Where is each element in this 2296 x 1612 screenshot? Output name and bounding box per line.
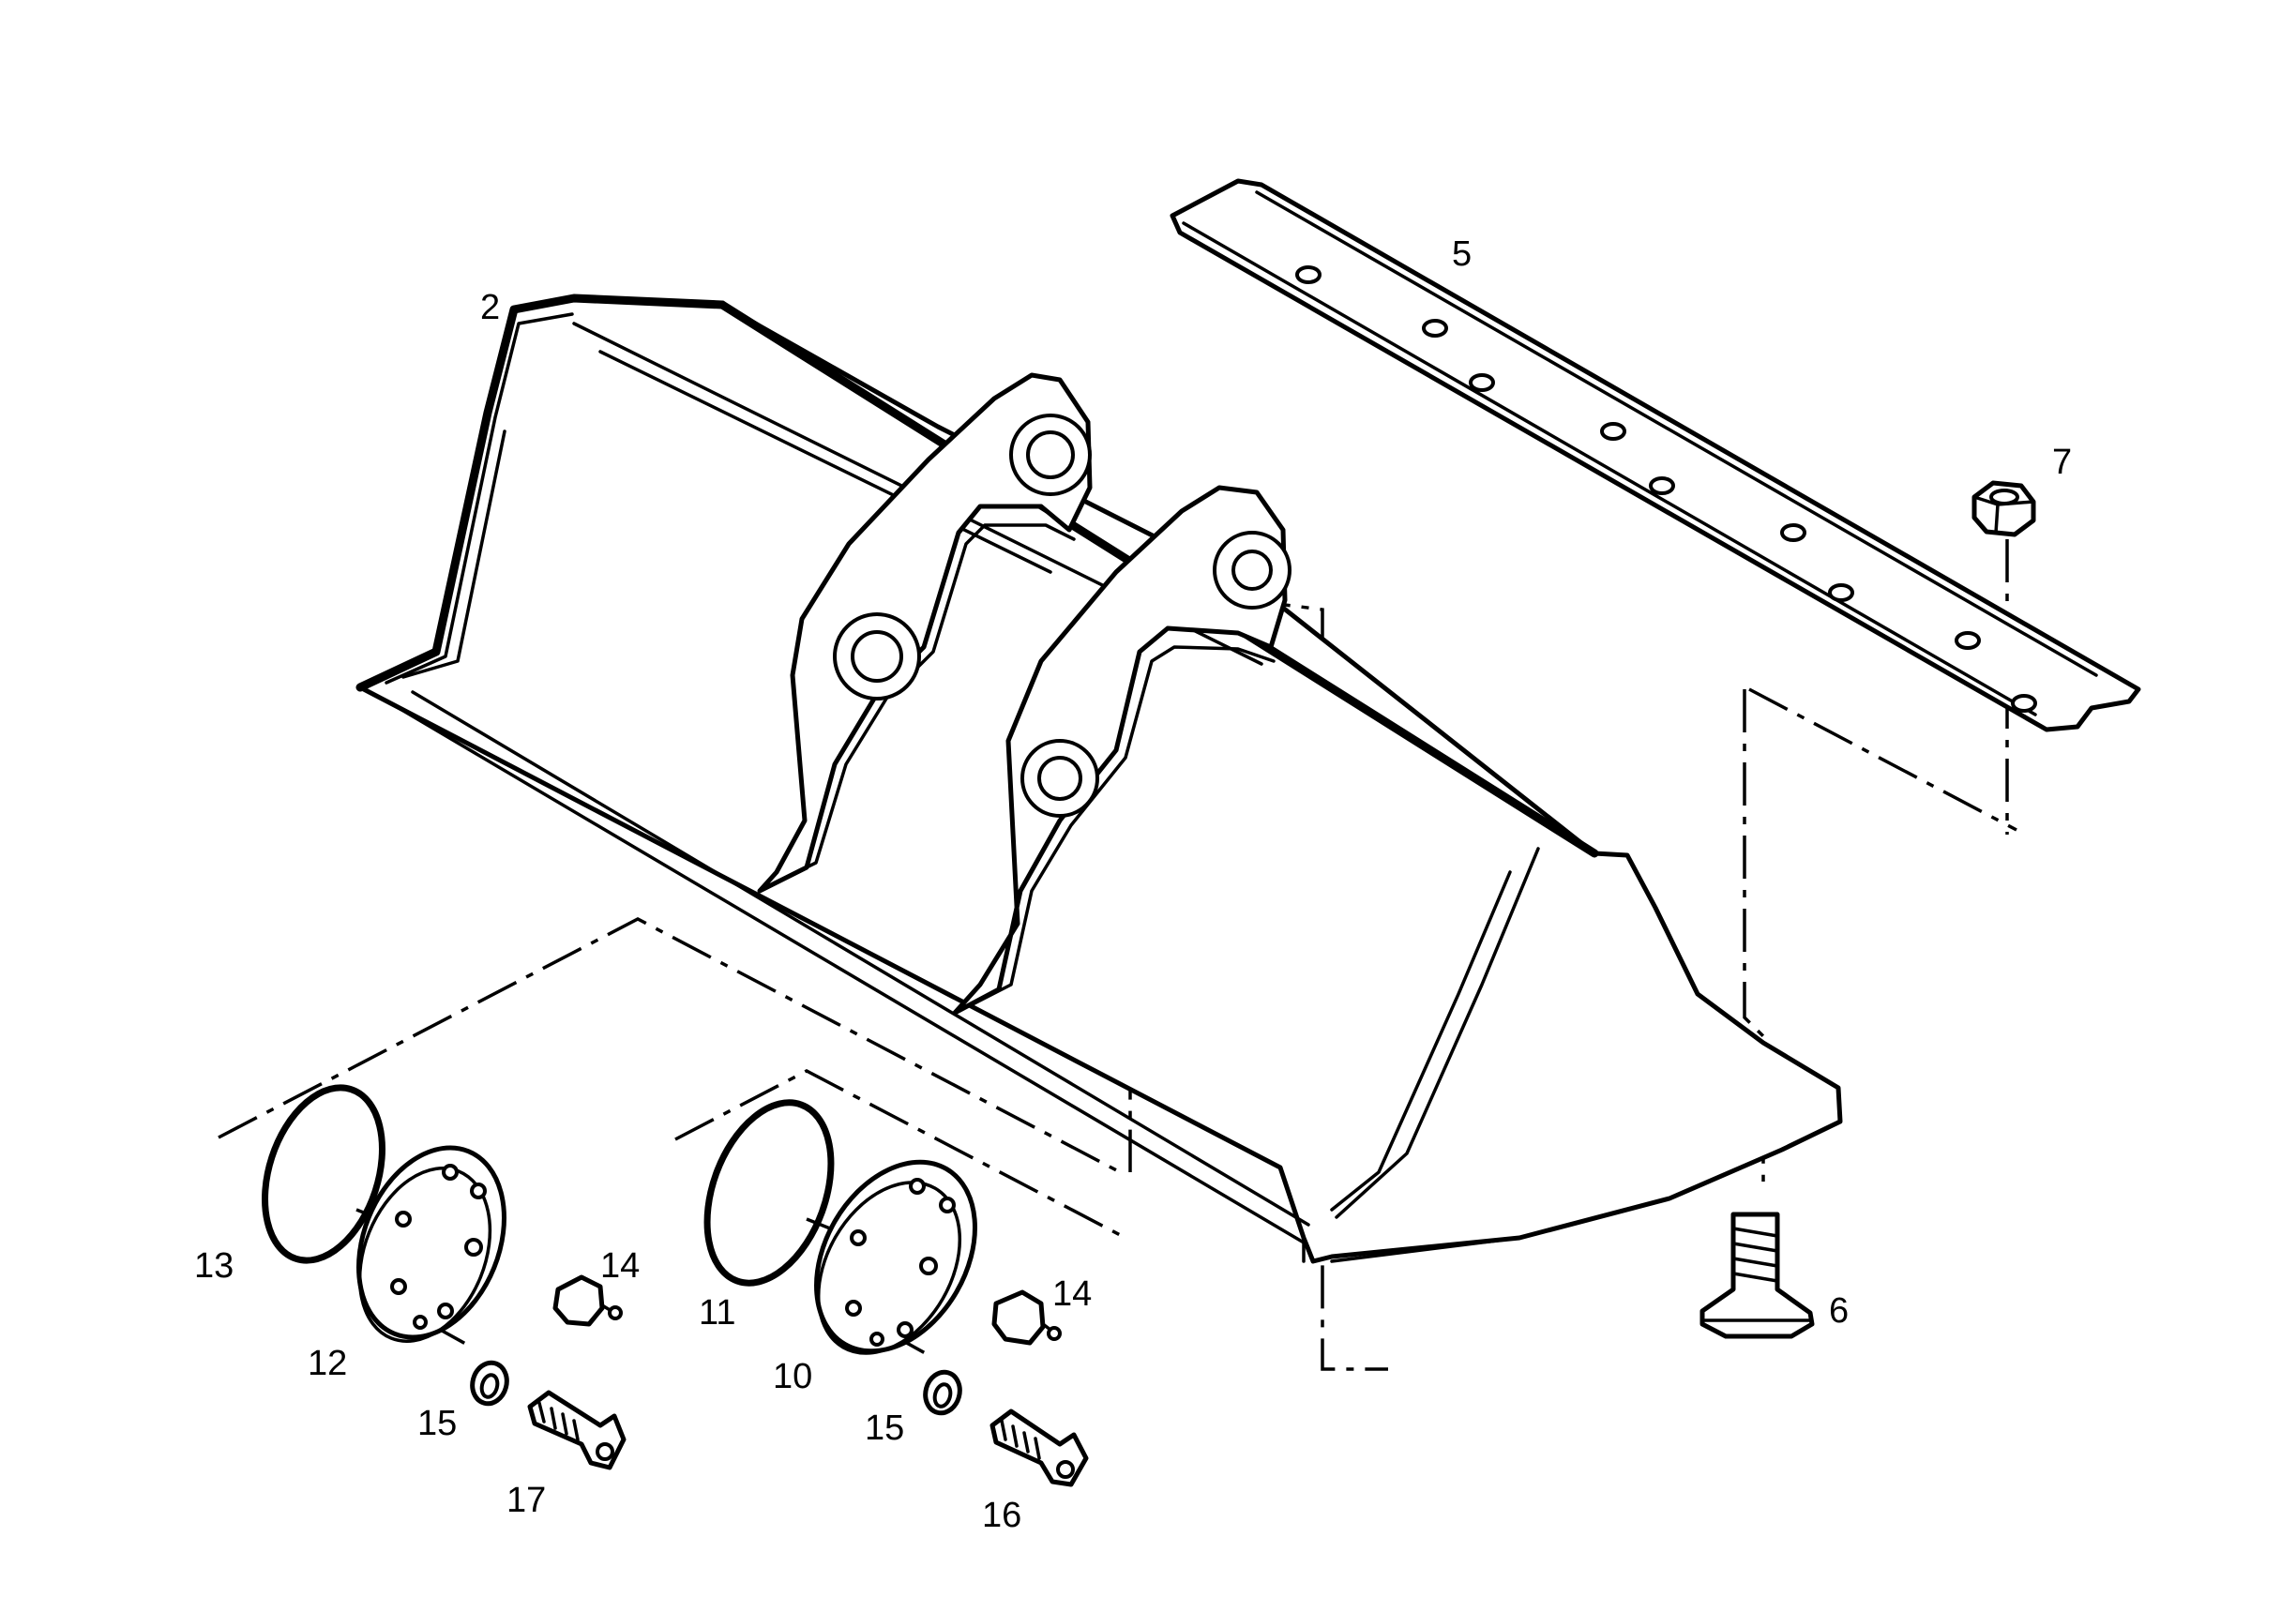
washer-right: [923, 1369, 962, 1416]
callout-13: 13: [194, 1246, 234, 1286]
left-pin-set: [262, 1084, 627, 1470]
callout-14-right: 14: [1052, 1274, 1092, 1314]
callout-6: 6: [1829, 1291, 1849, 1331]
callout-15-right: 15: [865, 1409, 904, 1448]
right-pin-set: [703, 1099, 1089, 1487]
cover-plate-left: [356, 1145, 506, 1343]
callout-15-left: 15: [417, 1404, 457, 1443]
washer-left: [470, 1360, 509, 1407]
callout-17: 17: [506, 1481, 546, 1520]
callout-16: 16: [982, 1496, 1021, 1535]
mounting-bracket-right: [952, 485, 1292, 1016]
bucket-assembly: [355, 294, 1843, 1264]
grease-nipple-left: [552, 1274, 623, 1327]
cutting-edge-blade: [1170, 178, 2141, 732]
bolt-right: [989, 1409, 1089, 1487]
retaining-ring-left: [262, 1084, 385, 1264]
cover-plate-right: [814, 1159, 977, 1355]
retaining-ring-right: [703, 1099, 835, 1287]
callout-5: 5: [1452, 234, 1472, 274]
plow-bolt: [1699, 1212, 1815, 1339]
callout-14-left: 14: [600, 1246, 640, 1286]
mounting-bracket-left: [757, 372, 1093, 894]
bolt-left: [527, 1390, 627, 1470]
callout-12: 12: [308, 1344, 347, 1383]
callout-10: 10: [773, 1357, 812, 1396]
callout-labels: 2 5 7 6 13 12 11 10 14 14 15 15 17 16: [194, 234, 2072, 1535]
callout-11: 11: [699, 1293, 735, 1333]
grease-nipple-right: [991, 1289, 1062, 1346]
hex-nut: [1971, 480, 2036, 537]
callout-7: 7: [2052, 443, 2072, 482]
callout-2: 2: [480, 288, 500, 327]
